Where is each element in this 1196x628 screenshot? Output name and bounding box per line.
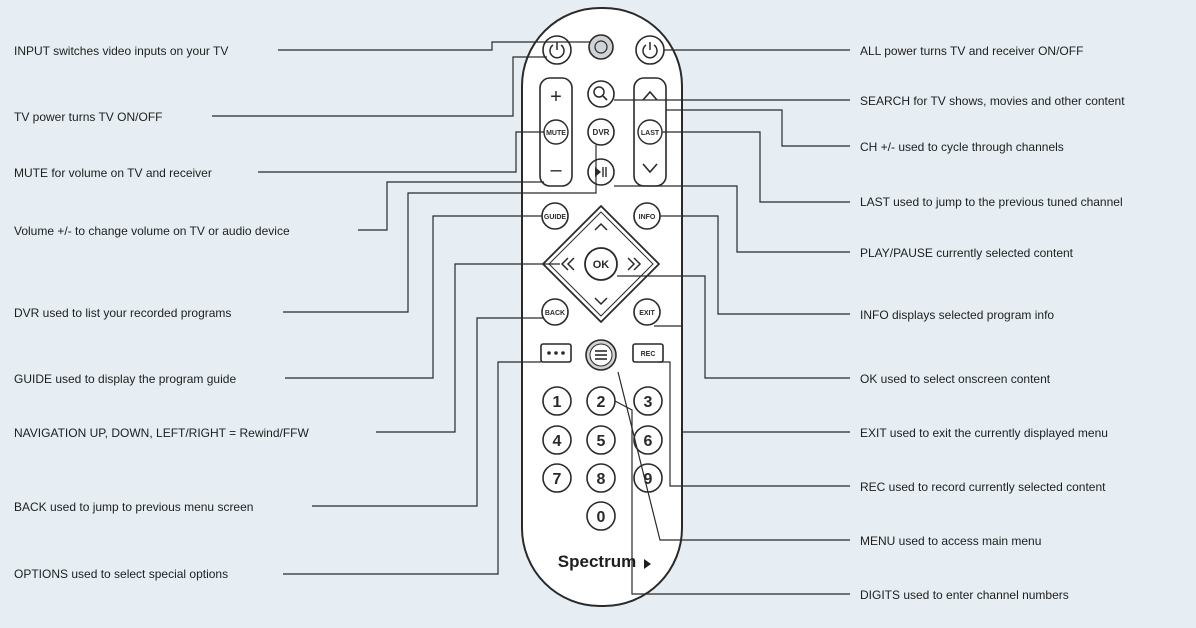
label-dvr: DVR used to list your recorded programs bbox=[14, 306, 232, 320]
label-navigation: NAVIGATION UP, DOWN, LEFT/RIGHT = Rewind… bbox=[14, 426, 309, 440]
callout-line-channel bbox=[666, 109, 850, 147]
digit-3-label: 3 bbox=[644, 394, 653, 411]
guide-button-label: GUIDE bbox=[544, 214, 567, 221]
channel-down-icon bbox=[642, 163, 658, 174]
back-button-label: BACK bbox=[545, 310, 565, 317]
label-ok: OK used to select onscreen content bbox=[860, 372, 1051, 386]
callout-line-tv-power bbox=[212, 56, 547, 117]
label-tv-power: TV power turns TV ON/OFF bbox=[14, 110, 163, 124]
volume-plus-icon: + bbox=[550, 86, 562, 108]
exit-button[interactable] bbox=[633, 298, 661, 326]
digit-3-button[interactable] bbox=[633, 386, 663, 416]
left-callout-lines bbox=[212, 41, 597, 575]
digit-0-button[interactable] bbox=[586, 501, 616, 531]
callout-line-mute bbox=[258, 131, 544, 173]
callout-line-digits bbox=[614, 400, 850, 595]
callout-line-play-pause bbox=[614, 185, 850, 253]
callout-line-rec bbox=[658, 361, 850, 487]
label-menu: MENU used to access main menu bbox=[860, 534, 1042, 548]
nav-right-icon bbox=[627, 257, 642, 271]
digit-7-button[interactable] bbox=[542, 463, 572, 493]
options-button[interactable] bbox=[540, 343, 572, 363]
mute-button-label: MUTE bbox=[546, 130, 566, 137]
digit-8-label: 8 bbox=[597, 471, 606, 488]
callout-line-navigation bbox=[376, 263, 560, 433]
label-digits: DIGITS used to enter channel numbers bbox=[860, 588, 1069, 602]
ok-button[interactable] bbox=[584, 247, 618, 281]
label-info: INFO displays selected program info bbox=[860, 308, 1055, 322]
right-callout-lines bbox=[614, 49, 850, 595]
callout-line-info bbox=[660, 215, 850, 315]
rec-button[interactable] bbox=[632, 343, 664, 363]
digit-6-label: 6 bbox=[644, 433, 653, 450]
label-rec: REC used to record currently selected co… bbox=[860, 480, 1106, 494]
volume-minus-icon: – bbox=[550, 159, 562, 181]
callout-line-volume bbox=[358, 181, 544, 231]
callout-line-dvr bbox=[283, 145, 597, 313]
dvr-button-label: DVR bbox=[593, 128, 610, 137]
label-volume: Volume +/- to change volume on TV or aud… bbox=[14, 224, 290, 238]
label-last: LAST used to jump to the previous tuned … bbox=[860, 195, 1123, 209]
label-search: SEARCH for TV shows, movies and other co… bbox=[860, 94, 1125, 108]
digit-8-button[interactable] bbox=[586, 463, 616, 493]
digit-1-label: 1 bbox=[553, 394, 562, 411]
digit-6-button[interactable] bbox=[633, 425, 663, 455]
channel-up-icon bbox=[642, 90, 658, 101]
label-back: BACK used to jump to previous menu scree… bbox=[14, 500, 254, 514]
tv-power-button[interactable] bbox=[542, 35, 572, 65]
nav-left-icon bbox=[560, 257, 575, 271]
brand-logo: Spectrum bbox=[558, 552, 636, 571]
label-options: OPTIONS used to select special options bbox=[14, 567, 229, 581]
digit-2-label: 2 bbox=[597, 394, 606, 411]
callout-line-options bbox=[283, 361, 541, 575]
menu-button[interactable] bbox=[585, 339, 617, 371]
dvr-button[interactable] bbox=[587, 118, 615, 146]
brand-logo-arrow-icon bbox=[644, 559, 651, 569]
all-power-button[interactable] bbox=[635, 35, 665, 65]
callout-line-exit bbox=[654, 325, 850, 433]
callout-line-last bbox=[662, 131, 850, 203]
label-exit: EXIT used to exit the currently displaye… bbox=[860, 426, 1108, 440]
label-input: INPUT switches video inputs on your TV bbox=[14, 44, 229, 58]
nav-down-icon bbox=[594, 297, 608, 306]
digit-7-label: 7 bbox=[553, 471, 562, 488]
digit-5-label: 5 bbox=[597, 433, 606, 450]
callout-line-back bbox=[312, 317, 543, 507]
callout-line-input bbox=[278, 41, 590, 51]
play-pause-button[interactable] bbox=[587, 158, 615, 186]
back-button[interactable] bbox=[541, 298, 569, 326]
label-play-pause: PLAY/PAUSE currently selected content bbox=[860, 246, 1073, 260]
last-button-label: LAST bbox=[641, 130, 660, 137]
exit-button-label: EXIT bbox=[639, 310, 655, 317]
callout-line-ok bbox=[617, 275, 850, 379]
label-all-power: ALL power turns TV and receiver ON/OFF bbox=[860, 44, 1084, 58]
digit-1-button[interactable] bbox=[542, 386, 572, 416]
digit-9-label: 9 bbox=[644, 471, 653, 488]
digit-keypad: 1 2 3 4 5 6 7 8 9 0 bbox=[542, 386, 663, 531]
digit-0-label: 0 bbox=[597, 509, 606, 526]
label-channel: CH +/- used to cycle through channels bbox=[860, 140, 1064, 154]
digit-4-button[interactable] bbox=[542, 425, 572, 455]
label-guide: GUIDE used to display the program guide bbox=[14, 372, 237, 386]
digit-4-label: 4 bbox=[553, 433, 562, 450]
digit-5-button[interactable] bbox=[586, 425, 616, 455]
nav-up-icon bbox=[594, 222, 608, 231]
callout-line-guide bbox=[285, 215, 542, 379]
input-button[interactable] bbox=[588, 34, 614, 60]
rec-button-label: REC bbox=[641, 351, 656, 358]
info-button-label: INFO bbox=[639, 214, 656, 221]
label-mute: MUTE for volume on TV and receiver bbox=[14, 166, 212, 180]
search-button[interactable] bbox=[587, 80, 615, 108]
ok-button-label: OK bbox=[593, 259, 610, 271]
